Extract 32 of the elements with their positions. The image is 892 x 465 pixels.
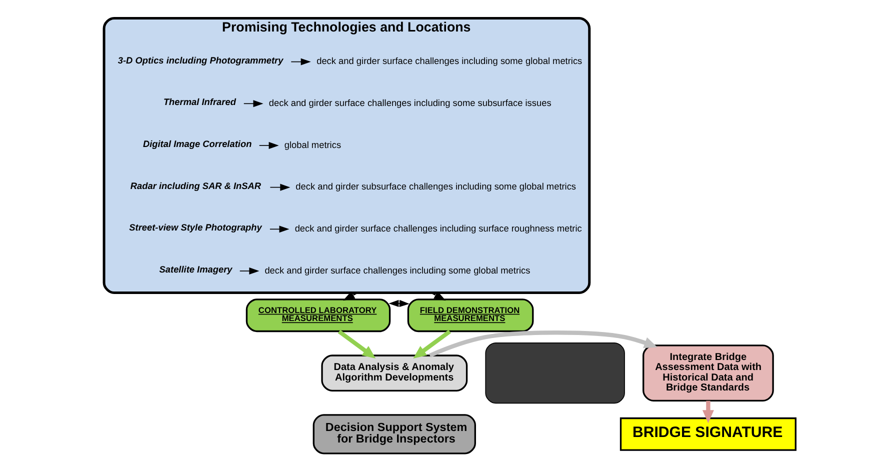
arrow: [430, 291, 446, 301]
arrow: [337, 330, 376, 358]
node-box: Decision Support System for Bridge Inspectors: [312, 414, 476, 454]
node-box: BRIDGE SIGNATURE: [619, 417, 796, 451]
node-text: deck and girder surface challenges including some global metrics: [316, 56, 582, 66]
node-text: Satellite Imagery: [158, 264, 232, 274]
arrow: [428, 330, 657, 358]
node-box: FIELD DEMONSTRATION MEASUREMENTS: [406, 298, 534, 332]
node-box: Integrate Bridge Assessment Data with Historical Data and Bridge Standards: [642, 344, 774, 402]
arrow: [242, 100, 263, 108]
arrow: [269, 226, 289, 233]
node-text: global metrics: [284, 140, 341, 150]
arrow: [290, 58, 310, 66]
node-text: Thermal Infrared: [162, 97, 236, 108]
arrow: [412, 330, 450, 358]
node-box: [484, 342, 624, 404]
node-text: Digital Image Correlation: [142, 138, 252, 149]
node-text: deck and girder surface challenges including some global metrics: [264, 265, 530, 276]
node-text: Radar including SAR & InSAR: [130, 180, 261, 191]
arrow: [388, 300, 409, 307]
node-text: deck and girder surface challenges including surface roughness metric: [294, 223, 582, 234]
arrow: [702, 400, 714, 424]
arrow: [269, 184, 290, 191]
node-text: Street-view Style Photography: [128, 222, 262, 233]
node-text: deck and girder subsurface challenges including some global metrics: [295, 182, 576, 192]
node-text: deck and girder surface challenges including some subsurface issues: [268, 98, 551, 108]
node-text: 3-D Optics including Photogrammetry: [117, 55, 283, 66]
arrow: [342, 291, 357, 301]
node-box: Data Analysis & Anomaly Algorithm Developments: [320, 354, 468, 392]
arrow: [238, 267, 259, 274]
arrow: [258, 142, 278, 149]
node-box: CONTROLLED LABORATORY MEASUREMENTS: [245, 298, 390, 332]
